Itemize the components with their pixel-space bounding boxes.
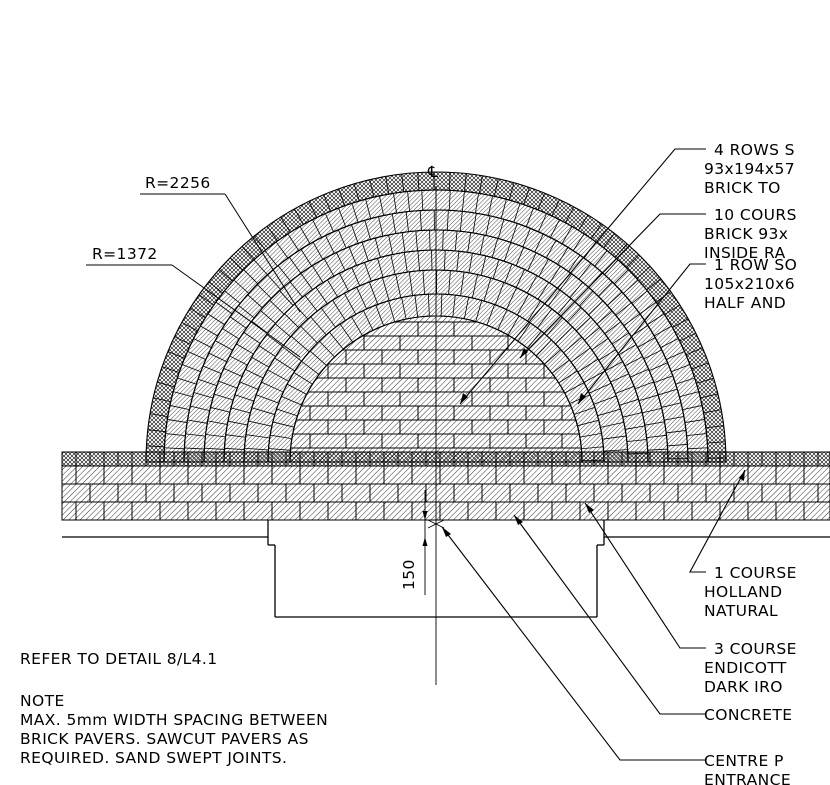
radius-outer: R=2256: [140, 174, 301, 313]
note-heading: NOTE: [20, 692, 65, 710]
callout-line: BRICK TO: [704, 179, 781, 197]
radius-inner: R=1372: [86, 245, 301, 358]
callout-concrete: CONCRETE: [704, 706, 792, 724]
callout-line: BRICK 93x: [704, 225, 788, 243]
callout-line: 1 ROW SO: [714, 256, 797, 274]
dimension-label: 150: [400, 559, 418, 590]
callout-line: 10 COURS: [714, 206, 797, 224]
note-line: BRICK PAVERS. SAWCUT PAVERS AS: [20, 730, 309, 748]
callout-centre: CENTRE P ENTRANCE: [704, 752, 791, 785]
callout-rows-soldier: 4 ROWS S 93x194x57 BRICK TO: [704, 141, 795, 197]
centreline: ℄: [427, 163, 445, 685]
arch-rings: [145, 171, 727, 463]
callout-line: CONCRETE: [704, 706, 792, 724]
note-line: REQUIRED. SAND SWEPT JOINTS.: [20, 749, 287, 767]
centreline-symbol: ℄: [427, 163, 438, 181]
callout-line: ENTRANCE: [704, 771, 791, 785]
callout-line: HALF AND: [704, 294, 786, 312]
callout-line: 4 ROWS S: [714, 141, 795, 159]
refer-note: REFER TO DETAIL 8/L4.1: [20, 650, 217, 668]
callout-row-soldier: 1 ROW SO 105x210x6 HALF AND: [704, 256, 797, 312]
callout-courses-brick: 10 COURS BRICK 93x INSIDE RA: [704, 206, 797, 262]
callout-line: ENDICOTT: [704, 659, 787, 677]
paver-course: [61, 483, 830, 503]
radius-inner-label: R=1372: [92, 245, 158, 263]
notes: REFER TO DETAIL 8/L4.1 NOTE MAX. 5mm WID…: [20, 650, 328, 767]
callout-leaders: [441, 148, 746, 761]
callout-line: NATURAL: [704, 602, 778, 620]
radius-outer-label: R=2256: [145, 174, 211, 192]
callout-line: 105x210x6: [704, 275, 795, 293]
callout-line: HOLLAND: [704, 583, 782, 601]
slab-section: [62, 519, 830, 618]
callout-courses-endicott: 3 COURSE ENDICOTT DARK IRO: [704, 640, 797, 696]
callout-course-holland: 1 COURSE HOLLAND NATURAL: [704, 564, 797, 620]
paver-course: [61, 465, 830, 485]
paver-course: [61, 501, 830, 521]
callout-line: CENTRE P: [704, 752, 784, 770]
dimension-150: 150: [400, 490, 428, 595]
note-line: MAX. 5mm WIDTH SPACING BETWEEN: [20, 711, 328, 729]
callout-line: INSIDE RA: [704, 244, 786, 262]
callout-line: 1 COURSE: [714, 564, 797, 582]
callout-line: 3 COURSE: [714, 640, 797, 658]
callout-line: DARK IRO: [704, 678, 783, 696]
callout-line: 93x194x57: [704, 160, 795, 178]
